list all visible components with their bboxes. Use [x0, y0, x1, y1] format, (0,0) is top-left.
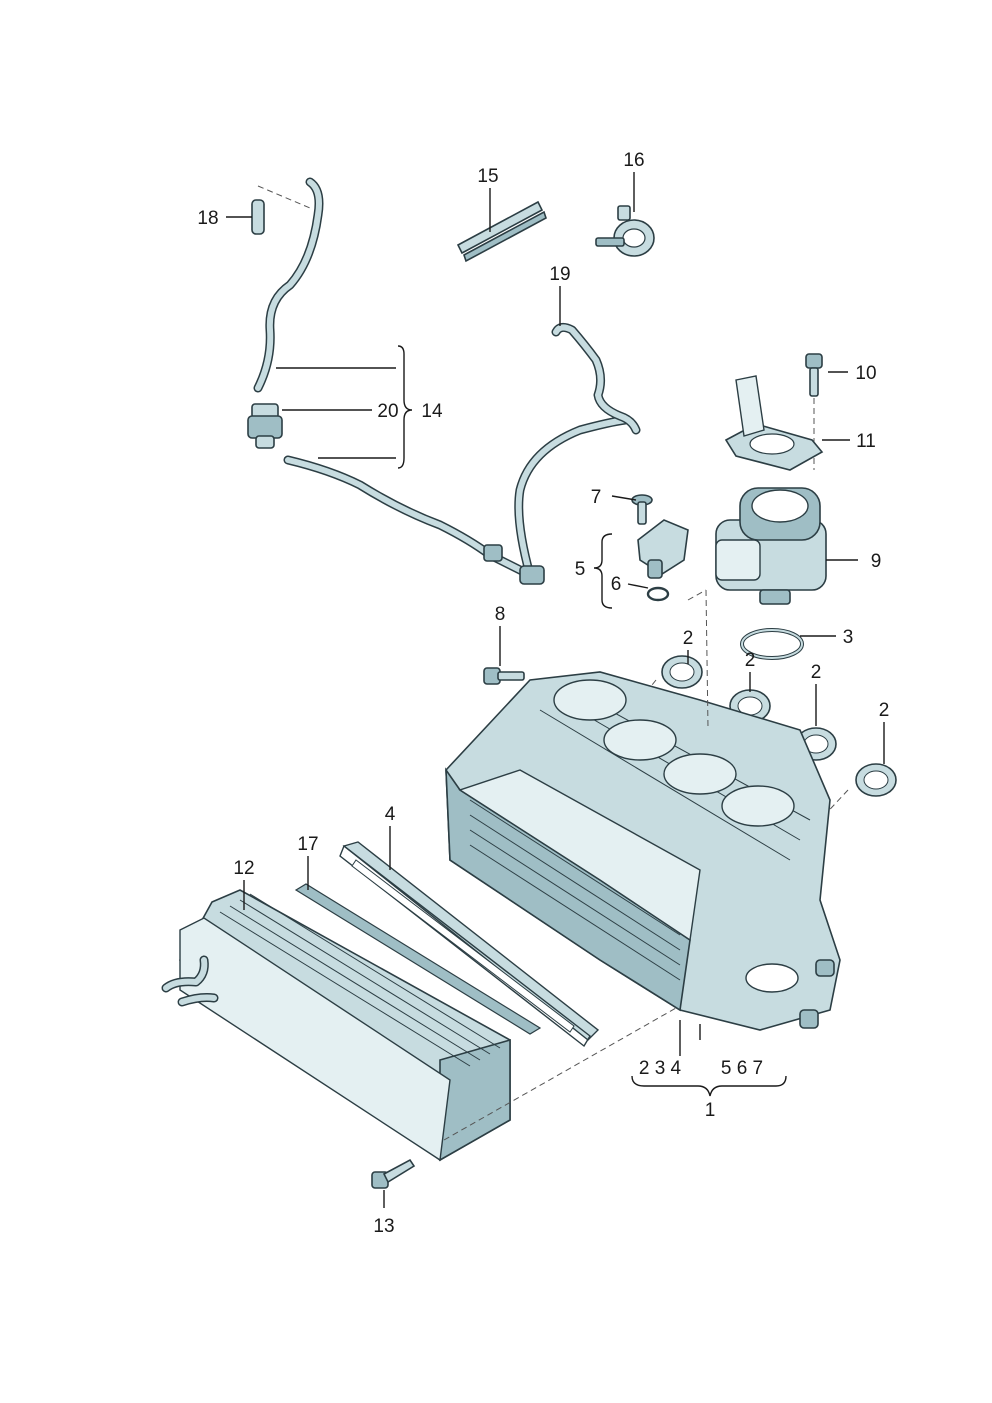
callout-17: 17 — [297, 834, 318, 855]
part-8-bolt — [483, 667, 525, 685]
callout-group-2-3-4: 2 3 4 — [639, 1058, 682, 1079]
callout-2-d: 2 — [879, 700, 890, 721]
part-1-intake-manifold — [445, 671, 841, 1031]
part-18-plug — [251, 185, 311, 235]
part-16-clamp — [595, 205, 655, 257]
callout-3: 3 — [843, 627, 854, 648]
callout-4: 4 — [385, 804, 396, 825]
callout-18: 18 — [197, 208, 218, 229]
part-5-sensor — [637, 519, 689, 602]
seal-1 — [661, 655, 703, 689]
callout-1: 1 — [705, 1100, 716, 1121]
callout-2-a: 2 — [683, 628, 694, 649]
callout-20: 20 — [377, 401, 398, 422]
part-12-charge-air-cooler — [161, 889, 511, 1162]
part-19-hose — [551, 322, 641, 435]
part-4-gasket — [339, 841, 600, 1048]
part-17-seal-strip — [294, 883, 542, 1035]
part-20-valve — [247, 403, 283, 449]
alignment-lines — [443, 589, 709, 1141]
leader-lines — [226, 172, 885, 1208]
callout-6: 6 — [611, 574, 622, 595]
callout-9: 9 — [871, 551, 882, 572]
part-3-o-ring — [740, 628, 804, 660]
callout-7: 7 — [591, 487, 602, 508]
callout-16: 16 — [623, 150, 644, 171]
part-13-bolt — [371, 1158, 416, 1189]
part-15-cable-strip — [456, 200, 547, 263]
part-10-bolt — [805, 353, 823, 470]
callout-5: 5 — [575, 559, 586, 580]
manifold-runners — [553, 679, 795, 827]
part-14-lower-hose — [283, 415, 630, 585]
callout-14: 14 — [421, 401, 443, 422]
callout-13: 13 — [373, 1216, 394, 1237]
callout-19: 19 — [549, 264, 570, 285]
callout-10: 10 — [855, 363, 876, 384]
callout-15: 15 — [477, 166, 498, 187]
callout-11: 11 — [856, 431, 876, 452]
callout-2-c: 2 — [811, 662, 822, 683]
callout-group-5-6-7: 5 6 7 — [721, 1058, 763, 1079]
part-11-bracket — [724, 375, 824, 471]
callout-2-b: 2 — [745, 650, 756, 671]
part-9-throttle-body — [715, 487, 827, 605]
seal-4 — [855, 763, 897, 797]
callout-12: 12 — [233, 858, 254, 879]
part-14-vent-hose — [253, 177, 324, 393]
callout-8: 8 — [495, 604, 506, 625]
callout-labels: 18 15 16 19 10 11 20 14 7 5 6 9 3 8 2 2 … — [197, 150, 889, 1237]
cooler-fins — [219, 893, 501, 1067]
part-7-screw — [631, 494, 653, 525]
